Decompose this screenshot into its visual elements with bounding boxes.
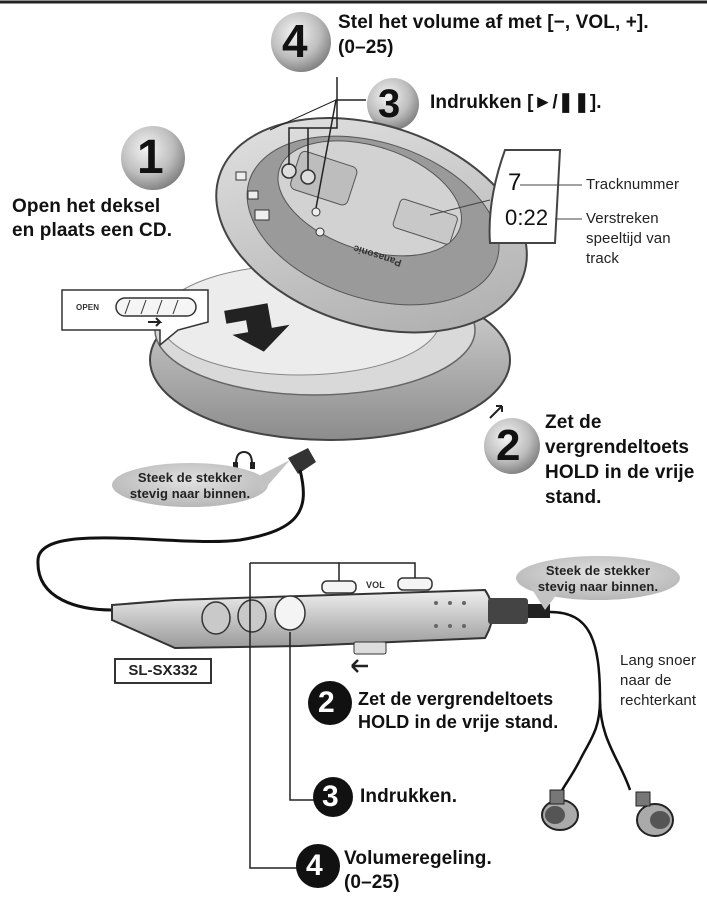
open-arrow-icon [148, 317, 163, 327]
remote-step2-line2: HOLD in de vrije stand. [358, 712, 559, 732]
insert-cd-arrow-icon [224, 303, 290, 352]
bubble-left-line2: stevig naar binnen. [129, 486, 251, 501]
step2-line2: vergrendeltoets [545, 437, 690, 458]
time-label-1: Verstreken [586, 210, 659, 227]
display-time-value: 0:22 [505, 205, 549, 230]
headphone-cord [36, 469, 305, 612]
step1-number: 1 [137, 131, 164, 184]
remote-play-button [274, 595, 306, 631]
vol-bracket [338, 562, 416, 581]
step4-leader [288, 77, 338, 165]
remote-step4-leader [249, 563, 300, 869]
vol-minus-button [281, 163, 297, 179]
step2-line4: stand. [545, 487, 602, 508]
lid-button-c [254, 209, 270, 221]
step2-number: 2 [496, 421, 521, 470]
headphone-icon [235, 450, 253, 465]
player-jack [288, 448, 316, 474]
step3-number-disc [367, 78, 419, 130]
bubble-left [112, 463, 268, 507]
track-label: Tracknummer [586, 176, 680, 193]
display-panel [488, 149, 562, 244]
step1-number-disc [121, 126, 185, 190]
earphone-right-icon [635, 791, 674, 837]
step4-number: 4 [282, 15, 308, 67]
vol-plus-button [300, 169, 316, 185]
remote-step2-disc [308, 681, 352, 725]
cord-label-3: rechterkant [620, 692, 697, 709]
hold-left-arrow-icon [351, 659, 368, 673]
step3-text: Indrukken [►/❚❚]. [430, 92, 602, 113]
remote-hold-switch [353, 641, 387, 655]
remote-button-2 [237, 599, 267, 633]
remote-step4-number: 4 [306, 849, 323, 882]
remote-speaker-holes [434, 601, 466, 628]
remote-step3-leader [289, 632, 318, 801]
remote-step2-line1: Zet de vergrendeltoets [358, 689, 554, 709]
model-label: SL-SX332 [114, 658, 212, 684]
stop-button [315, 227, 325, 237]
lid-button-b [247, 190, 259, 200]
display-track-value: 7 [508, 169, 522, 196]
earphone-left-icon [541, 789, 579, 831]
hold-arrow-icon [489, 405, 503, 419]
step2-line3: HOLD in de vrije [545, 462, 695, 483]
bubble-right-line2: stevig naar binnen. [537, 579, 659, 594]
time-label-2: speeltijd van [586, 230, 671, 247]
step1-line1: Open het deksel [12, 196, 161, 217]
remote-step4-line2: (0–25) [344, 872, 400, 893]
play-button [311, 207, 321, 217]
step4-line2: (0–25) [338, 37, 394, 58]
step3-number: 3 [378, 82, 401, 126]
remote-step2-number: 2 [318, 686, 335, 719]
remote-step4-line1: Volumeregeling. [344, 848, 492, 869]
remote-step3-text: Indrukken. [360, 786, 458, 807]
lid-button-a [235, 171, 247, 181]
bubble-right [516, 556, 680, 600]
step2-number-disc [484, 418, 540, 474]
step4-number-disc [271, 12, 331, 72]
step4-line1: Stel het volume af met [−, VOL, +]. [338, 12, 649, 33]
time-label-3: track [586, 250, 620, 267]
hold-switch-label: OPEN [76, 303, 100, 312]
cord-label-1: Lang snoer [620, 652, 697, 669]
earphone-cord [549, 610, 632, 791]
remote-button-1 [201, 601, 231, 635]
remote-plug [488, 598, 528, 624]
step1-line2: en plaats een CD. [12, 220, 173, 241]
remote-vol-plus [397, 577, 433, 591]
remote-step3-disc [313, 777, 353, 817]
step2-line1: Zet de [545, 412, 602, 433]
bubble-right-line1: Steek de stekker [545, 563, 651, 578]
remote-vol-minus [321, 580, 357, 594]
remote-step3-number: 3 [322, 780, 339, 813]
remote-vol-label: VOL [366, 580, 385, 590]
bubble-left-line1: Steek de stekker [137, 470, 243, 485]
cord-label-2: naar de [620, 672, 672, 689]
remote-step4-disc [296, 844, 340, 888]
